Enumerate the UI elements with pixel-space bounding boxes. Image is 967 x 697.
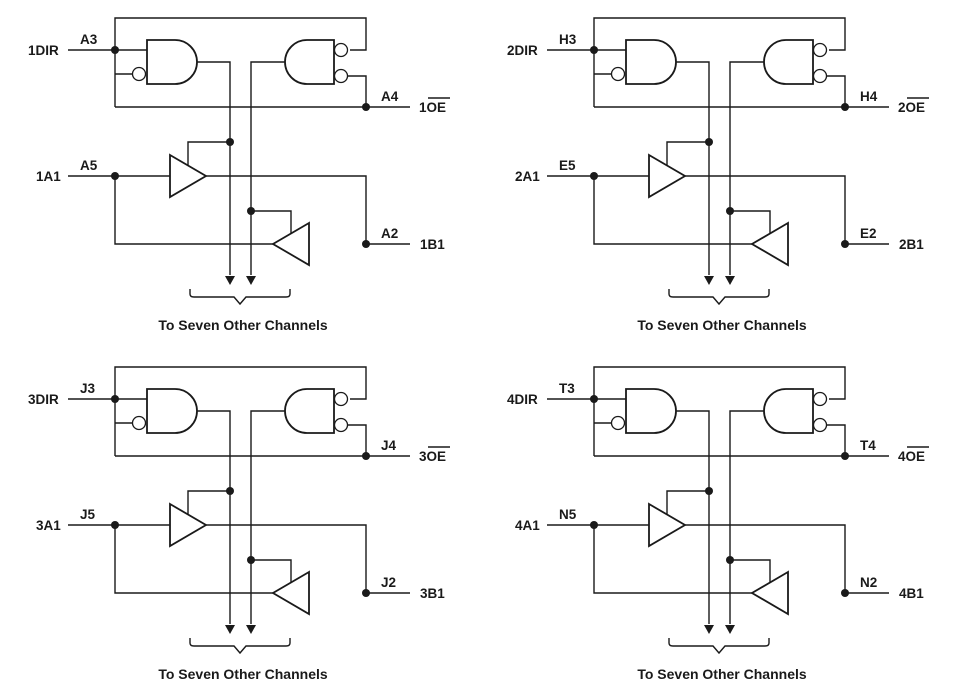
oe-pin-label: H4	[860, 89, 878, 104]
a-signal-label: 2A1	[515, 169, 540, 184]
channel-caption: To Seven Other Channels	[158, 317, 328, 333]
a-pin-label: A5	[80, 158, 98, 173]
oe-name: OE	[906, 449, 926, 464]
dir-pin-label: A3	[80, 32, 98, 47]
channel-3-logic	[67, 366, 411, 654]
oe-prefix: 1	[419, 100, 427, 115]
channel-3: 3DIR J3 J4 3OE J5 3A1 J2 3B1 To Seven Ot…	[28, 366, 450, 682]
channel-4-logic	[546, 366, 890, 654]
channel-1-logic	[67, 17, 411, 305]
oe-signal-label: 3OE	[419, 449, 446, 464]
a-pin-label: J5	[80, 507, 96, 522]
b-signal-label: 1B1	[420, 237, 445, 252]
b-signal-label: 3B1	[420, 586, 445, 601]
b-signal-label: 2B1	[899, 237, 924, 252]
a-signal-label: 4A1	[515, 518, 540, 533]
channel-caption: To Seven Other Channels	[158, 666, 328, 682]
oe-prefix: 2	[898, 100, 906, 115]
channel-caption: To Seven Other Channels	[637, 317, 807, 333]
b-pin-label: A2	[381, 226, 398, 241]
oe-pin-label: J4	[381, 438, 397, 453]
a-signal-label: 3A1	[36, 518, 61, 533]
b-pin-label: N2	[860, 575, 877, 590]
a-pin-label: E5	[559, 158, 576, 173]
oe-prefix: 3	[419, 449, 427, 464]
dir-signal-label: 2DIR	[507, 43, 538, 58]
dir-pin-label: J3	[80, 381, 96, 396]
oe-signal-label: 2OE	[898, 100, 925, 115]
channel-1: 1DIR A3 A4 1OE A5 1A1 A2 1B1 To Seven Ot…	[28, 17, 450, 333]
dir-pin-label: H3	[559, 32, 577, 47]
oe-name: OE	[427, 449, 447, 464]
a-pin-label: N5	[559, 507, 577, 522]
b-signal-label: 4B1	[899, 586, 924, 601]
dir-pin-label: T3	[559, 381, 575, 396]
oe-pin-label: T4	[860, 438, 876, 453]
channel-caption: To Seven Other Channels	[637, 666, 807, 682]
dir-signal-label: 1DIR	[28, 43, 59, 58]
channel-4: 4DIR T3 T4 4OE N5 4A1 N2 4B1 To Seven Ot…	[507, 366, 929, 682]
channel-2-logic	[546, 17, 890, 305]
dir-signal-label: 3DIR	[28, 392, 59, 407]
oe-name: OE	[906, 100, 926, 115]
b-pin-label: J2	[381, 575, 396, 590]
oe-name: OE	[427, 100, 447, 115]
b-pin-label: E2	[860, 226, 877, 241]
oe-signal-label: 1OE	[419, 100, 446, 115]
channel-2: 2DIR H3 H4 2OE E5 2A1 E2 2B1 To Seven Ot…	[507, 17, 929, 333]
oe-prefix: 4	[898, 449, 906, 464]
oe-pin-label: A4	[381, 89, 399, 104]
a-signal-label: 1A1	[36, 169, 61, 184]
dir-signal-label: 4DIR	[507, 392, 538, 407]
oe-signal-label: 4OE	[898, 449, 925, 464]
